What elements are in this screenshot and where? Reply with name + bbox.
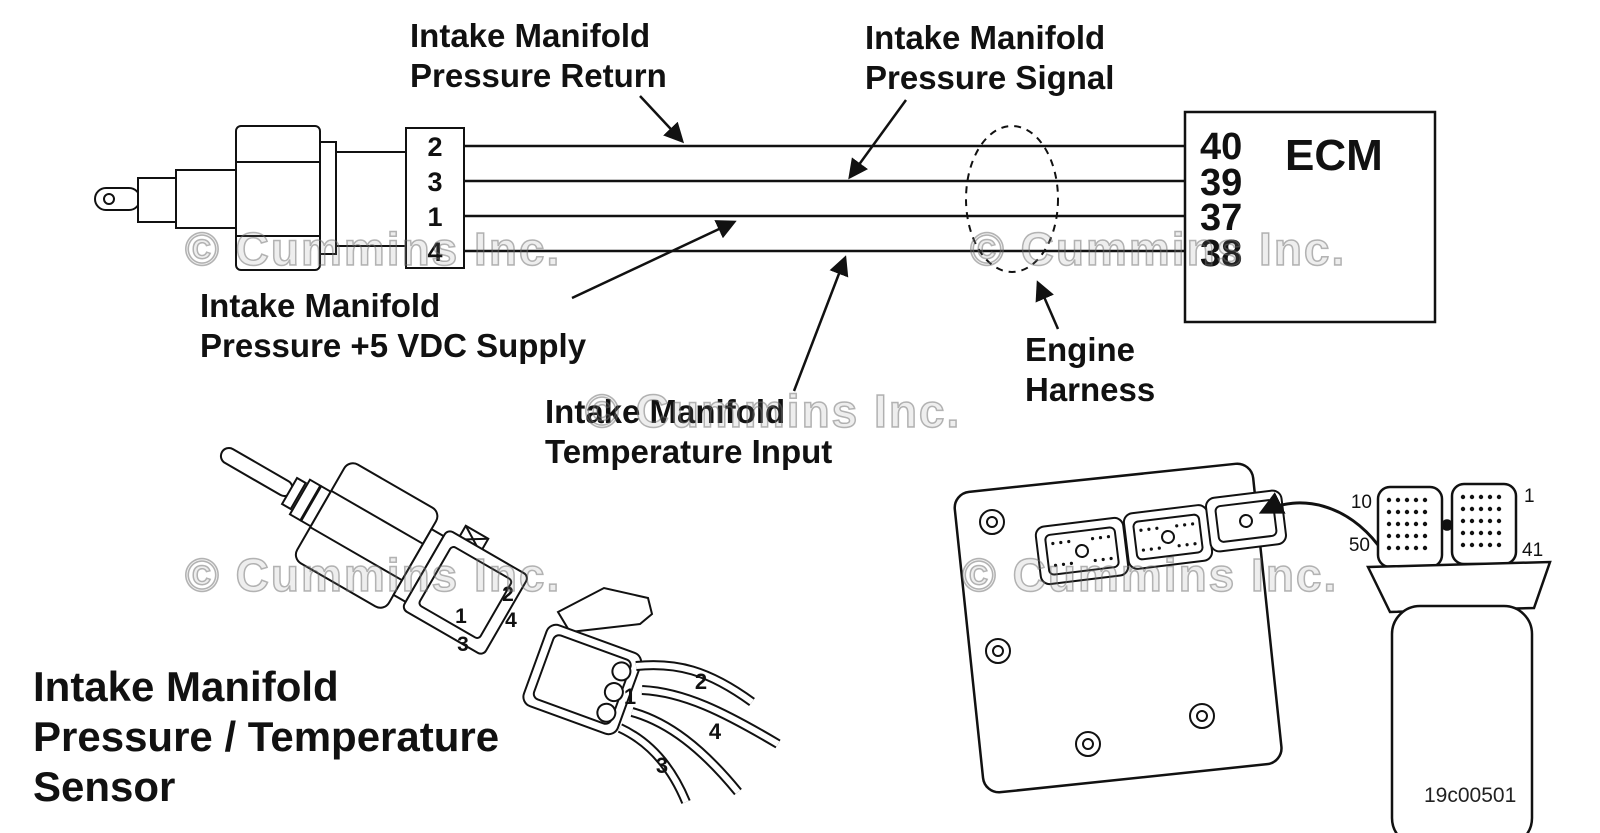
pin-number: 3 <box>457 633 469 656</box>
hex-facet-line <box>330 489 424 545</box>
sensor-pin-box-numbers: 2 3 1 4 <box>427 132 442 267</box>
wire-number: 2 <box>695 669 707 694</box>
ecm-pin-40: 40 <box>1200 126 1242 168</box>
sensor-pin-box <box>405 127 465 269</box>
ecm-pin-38: 38 <box>1200 233 1242 275</box>
label-line: Temperature Input <box>545 433 833 470</box>
label-line: Engine <box>1025 331 1136 368</box>
harness-wires <box>464 144 1185 253</box>
sensor-housing <box>335 151 407 247</box>
label-line: Pressure +5 VDC Supply <box>200 327 587 364</box>
wire-seal <box>596 702 617 723</box>
harness-cable <box>1390 604 1534 833</box>
wire-core <box>641 687 780 747</box>
bolt-hole-center <box>992 645 1004 657</box>
bolt-hole-center <box>1082 738 1094 750</box>
face-pin-grid-right <box>1460 494 1502 548</box>
arrow-pressure-return <box>639 95 685 144</box>
label-line: Intake Manifold <box>865 19 1106 56</box>
sensor-body <box>175 169 237 229</box>
sensor-step <box>319 141 337 255</box>
connector-boot <box>1366 560 1552 614</box>
label-pressure-signal: Intake Manifold Pressure Signal <box>865 18 1114 98</box>
wire-number: 3 <box>656 753 668 778</box>
face-pin-41: 41 <box>1522 540 1543 561</box>
label-line: Pressure Signal <box>865 59 1115 96</box>
sensor-hex-nut <box>235 125 321 271</box>
wire-number: 1 <box>624 684 636 709</box>
title-line: Intake Manifold <box>33 663 339 710</box>
arrow-5vdc-supply <box>571 220 737 300</box>
label-line: Intake Manifold <box>200 287 441 324</box>
callout-arrows <box>571 95 1060 392</box>
label-line: Pressure Return <box>410 57 667 94</box>
arrow-temperature-input <box>792 255 849 392</box>
pin-number: 2 <box>427 132 442 162</box>
header-screw <box>1075 544 1089 558</box>
sensor-collar-ring <box>280 476 308 511</box>
label-line: Intake Manifold <box>410 17 651 54</box>
ecm-outline <box>1183 110 1437 324</box>
ecm-module <box>953 462 1380 794</box>
face-pin-1: 1 <box>1524 486 1535 507</box>
pin-number: 1 <box>455 605 467 628</box>
bolt-hole-center <box>986 516 998 528</box>
header-screw <box>1239 514 1253 528</box>
wire-core <box>618 725 689 804</box>
arrow-engine-harness <box>1035 280 1060 330</box>
connector-wires <box>617 660 781 804</box>
engine-harness-ellipse <box>965 125 1059 273</box>
figure-code: 19c00501 <box>1424 784 1517 807</box>
ecm-header-connectors <box>1034 489 1287 586</box>
label-engine-harness: Engine Harness <box>1025 330 1155 410</box>
pressure-temperature-sensor-large <box>219 447 528 655</box>
hex-facet-line <box>309 526 403 582</box>
pressure-temperature-sensor-top <box>94 125 465 271</box>
wire-core <box>631 709 741 794</box>
sensor-title: Intake Manifold Pressure / Temperature S… <box>33 662 499 812</box>
header-screw <box>1161 530 1175 544</box>
sensor-probe <box>219 447 294 497</box>
arrow-connector-to-ecm <box>1258 492 1380 546</box>
label-line: Harness <box>1025 371 1156 408</box>
label-temperature-input: Intake Manifold Temperature Input <box>545 392 832 472</box>
pin-number: 2 <box>502 583 514 606</box>
pin-number: 4 <box>505 609 517 632</box>
label-5vdc-supply: Intake Manifold Pressure +5 VDC Supply <box>200 286 586 366</box>
arrow-pressure-signal <box>848 99 908 180</box>
wire-seal <box>603 682 624 703</box>
ecm-pin-39: 39 <box>1200 162 1242 204</box>
ecm-box: 40 39 37 38 ECM <box>1183 110 1437 324</box>
sensor-neck <box>137 177 177 223</box>
mating-connector: 1 2 4 3 <box>522 586 781 804</box>
mating-connector-wire-numbers: 1 2 4 3 <box>624 669 722 778</box>
title-line: Pressure / Temperature <box>33 713 500 760</box>
wire-number: 4 <box>709 719 722 744</box>
sensor-connector-pin-numbers: 2 4 1 3 <box>455 583 517 656</box>
sensor-connector-face <box>418 546 513 639</box>
wire-core <box>635 662 754 705</box>
pin-number: 1 <box>427 202 442 232</box>
connector-latch <box>556 586 654 634</box>
label-pressure-return: Intake Manifold Pressure Return <box>410 16 667 96</box>
sensor-tab-hole <box>103 193 115 205</box>
wire-seal <box>611 661 632 682</box>
face-pin-50: 50 <box>1349 535 1370 556</box>
label-line: Intake Manifold <box>545 393 786 430</box>
pin-number: 3 <box>427 167 442 197</box>
ecm-connector-face-view: 10 1 50 41 <box>1349 482 1552 833</box>
ecm-title: ECM <box>1285 131 1383 180</box>
pin-number: 4 <box>427 237 442 267</box>
face-pin-grid-left <box>1386 497 1428 551</box>
face-pin-10: 10 <box>1351 492 1372 513</box>
title-line: Sensor <box>33 763 176 810</box>
bolt-hole-center <box>1196 710 1208 722</box>
connector-key-post <box>1441 519 1453 531</box>
header-pins <box>1139 522 1197 552</box>
ecm-bolt-holes <box>979 509 1215 757</box>
sensor-tab <box>94 187 141 211</box>
ecm-pin-37: 37 <box>1200 197 1242 239</box>
header-pins <box>1051 535 1113 567</box>
